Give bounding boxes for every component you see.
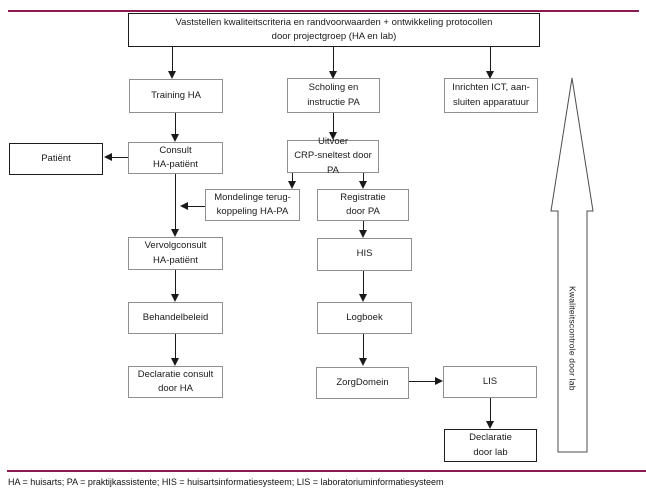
node-declaratie-ha: Declaratie consult door HA [128,366,223,398]
node-zorgdomein: ZorgDomein [316,367,409,399]
quality-control-arrow-icon [550,77,594,453]
connector-registratie-his [363,221,364,230]
connector-zorgdomein-lis [409,381,435,382]
connector-vervolgconsult-behandelbeleid [175,270,176,294]
arrowhead-left-patient [104,153,112,161]
arrowhead-down-training [168,71,176,79]
arrowhead-down-registratie [359,181,367,189]
arrowhead-left-consultlijn [180,202,188,210]
arrowhead-right-lis [435,377,443,385]
node-patient: Patiënt [9,143,103,175]
connector-vaststellen-training [172,47,173,71]
arrowhead-down-consult [171,134,179,142]
arrowhead-down-his [359,230,367,238]
connector-vaststellen-inrichten [490,47,491,71]
connector-consult-vervolgconsult [175,174,176,229]
node-vervolgconsult: Vervolgconsult HA-patiënt [128,237,223,270]
node-lis: LIS [443,366,537,398]
arrowhead-down-declaratie-ha [171,358,179,366]
node-mondelinge-terugkoppeling: Mondelinge terug- koppeling HA-PA [205,189,300,221]
node-consult: Consult HA-patiënt [128,142,223,174]
node-behandelbeleid: Behandelbeleid [128,302,223,334]
arrowhead-down-inrichten [486,71,494,79]
arrowhead-down-behandelbeleid [171,294,179,302]
node-declaratie-lab: Declaratie door lab [444,429,537,462]
connector-consult-patient [112,157,128,158]
node-registratie: Registratie door PA [317,189,409,221]
arrowhead-down-uitvoer [329,132,337,140]
connector-his-logboek [363,271,364,294]
footnote-legend: HA = huisarts; PA = praktijkassistente; … [8,477,444,487]
arrowhead-down-mondelinge [288,181,296,189]
connector-mondelinge-consultlijn [188,206,205,207]
connector-training-consult [175,113,176,134]
arrowhead-down-logboek [359,294,367,302]
arrowhead-down-declaratie-lab [486,421,494,429]
arrowhead-down-scholing [329,71,337,79]
node-training: Training HA [129,79,223,113]
node-his: HIS [317,238,412,271]
node-vaststellen: Vaststellen kwaliteitscriteria en randvo… [128,13,540,47]
arrowhead-down-zorgdomein [359,358,367,366]
top-rule [8,10,639,12]
quality-control-arrow-label: Kwaliteitscontrole door lab [567,285,578,391]
node-logboek: Logboek [317,302,412,334]
connector-behandelbeleid-declaratie-ha [175,334,176,358]
connector-uitvoer-registratie [363,173,364,181]
bottom-rule [7,470,646,472]
connector-scholing-uitvoer [333,113,334,132]
connector-uitvoer-mondelinge [292,173,293,181]
node-uitvoer-crp: Uitvoer CRP-sneltest door PA [287,136,379,176]
node-scholing: Scholing en instructie PA [287,78,380,113]
arrowhead-down-vervolgconsult [171,229,179,237]
connector-logboek-zorgdomein [363,334,364,358]
connector-vaststellen-scholing [333,47,334,71]
node-inrichten-ict: Inrichten ICT, aan- sluiten apparatuur [444,78,538,113]
connector-lis-declaratie-lab [490,398,491,421]
